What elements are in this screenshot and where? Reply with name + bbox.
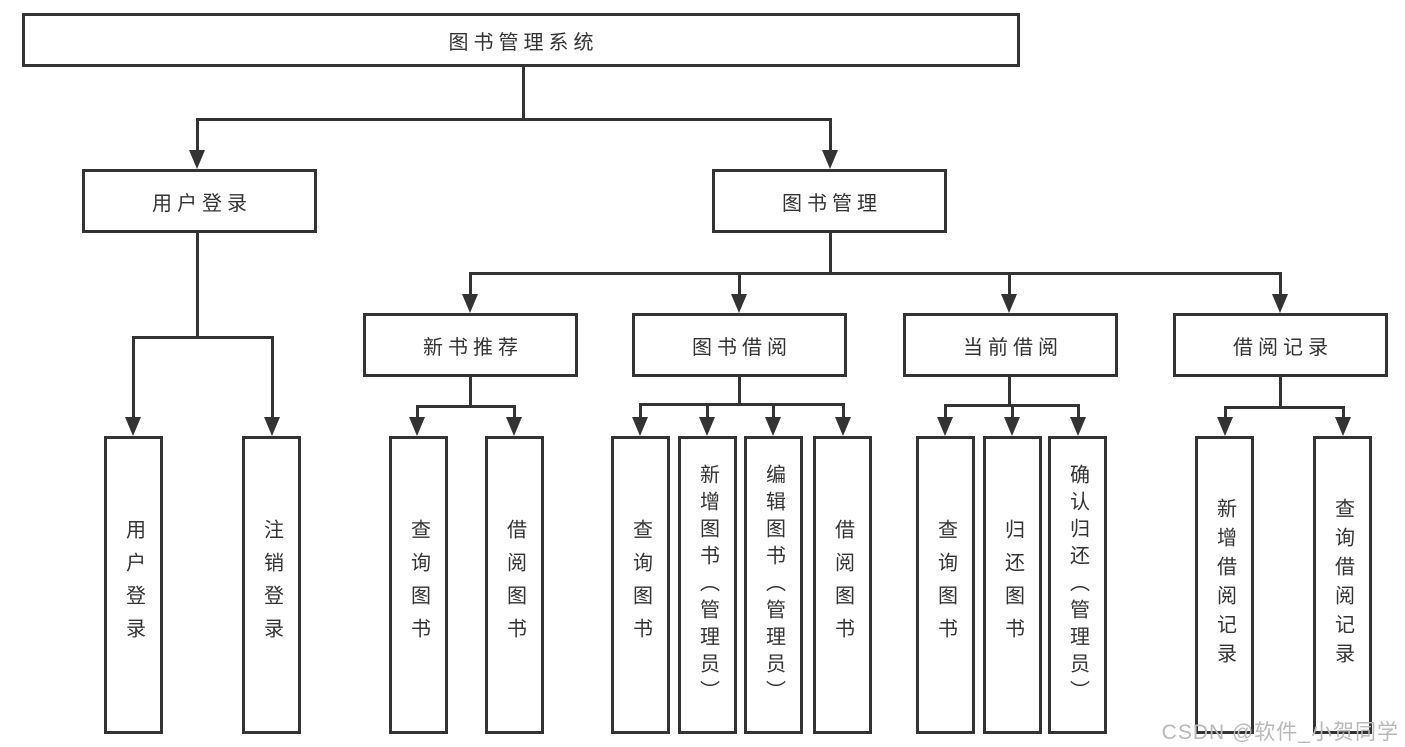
leaf-edit-books-admin-label: 编辑图书（管理员）: [762, 463, 785, 707]
arrow-down-icon: [1070, 417, 1086, 436]
csdn-watermark: CSDN @软件_小贺同学: [1161, 721, 1399, 744]
node-current-borrowing: 当前借阅: [903, 313, 1118, 377]
node-book-management-label: 图书管理: [782, 192, 882, 215]
connector-new-books-leaf2: [513, 405, 516, 419]
leaf-confirm-return-admin-label: 确认归还（管理员）: [1066, 463, 1089, 707]
connector-current-borrow-stem: [1008, 377, 1011, 405]
leaf-query-books-2: 查询图书: [611, 436, 670, 734]
leaf-return-books: 归还图书: [983, 436, 1042, 734]
connector-stem-borrow-records: [1279, 272, 1282, 296]
arrow-down-icon: [1004, 417, 1020, 436]
leaf-user-login-label: 用户登录: [122, 519, 145, 651]
connector-user-login-stem: [196, 233, 199, 337]
connector-current-borrow-leaf2: [1011, 404, 1014, 418]
node-new-book-recommend: 新书推荐: [363, 313, 578, 377]
connector-book-borrow-branch: [639, 403, 845, 406]
arrow-down-icon: [699, 417, 715, 436]
leaf-add-borrow-record-label: 新增借阅记录: [1213, 498, 1236, 672]
arrow-down-icon: [189, 150, 205, 169]
connector-new-books-branch: [416, 405, 516, 408]
arrow-down-icon: [1001, 294, 1017, 313]
arrow-down-icon: [1272, 294, 1288, 313]
leaf-query-books-1: 查询图书: [389, 436, 448, 734]
leaf-query-borrow-record: 查询借阅记录: [1313, 436, 1372, 734]
arrow-down-icon: [264, 417, 280, 436]
arrow-down-icon: [822, 150, 838, 169]
connector-root-stem: [522, 67, 525, 118]
connector-book-borrow-leaf3: [772, 403, 775, 418]
arrow-down-icon: [731, 294, 747, 313]
leaf-logout: 注销登录: [242, 436, 301, 734]
connector-stem-logout-leaf: [271, 336, 274, 419]
connector-book-borrow-leaf2: [706, 403, 709, 418]
leaf-query-borrow-record-label: 查询借阅记录: [1331, 498, 1354, 672]
connector-current-borrow-leaf1: [944, 404, 947, 418]
connector-stem-current-borrow: [1008, 272, 1011, 296]
connector-stem-book-borrow: [738, 272, 741, 296]
connector-current-borrow-leaf3: [1077, 404, 1080, 418]
node-root: 图书管理系统: [22, 13, 1020, 67]
leaf-edit-books-admin: 编辑图书（管理员）: [744, 436, 803, 734]
connector-borrow-records-leaf1: [1224, 406, 1227, 418]
arrow-down-icon: [835, 417, 851, 436]
node-book-management: 图书管理: [712, 169, 947, 233]
node-root-label: 图书管理系统: [448, 31, 599, 54]
arrow-down-icon: [1217, 417, 1233, 436]
leaf-add-borrow-record: 新增借阅记录: [1195, 436, 1254, 734]
connector-stem-login-leaf: [132, 336, 135, 419]
leaf-borrow-books-1-label: 借阅图书: [503, 519, 526, 651]
leaf-borrow-books-1: 借阅图书: [485, 436, 544, 734]
arrow-down-icon: [632, 417, 648, 436]
connector-borrow-records-branch: [1224, 406, 1345, 409]
leaf-query-books-3-label: 查询图书: [934, 519, 957, 651]
connector-book-borrow-leaf4: [842, 403, 845, 418]
connector-stem-new-books: [469, 272, 472, 296]
node-borrowing-records-label: 借阅记录: [1233, 336, 1333, 359]
connector-borrow-records-leaf2: [1342, 406, 1345, 418]
arrow-down-icon: [765, 417, 781, 436]
connector-stem-user-login: [196, 118, 199, 153]
node-user-login-label: 用户登录: [152, 192, 252, 215]
arrow-down-icon: [125, 417, 141, 436]
connector-borrow-records-stem: [1279, 377, 1282, 407]
connector-book-borrow-stem: [738, 377, 741, 405]
connector-user-login-branch: [132, 336, 274, 339]
leaf-confirm-return-admin: 确认归还（管理员）: [1048, 436, 1107, 734]
connector-book-borrow-leaf1: [639, 403, 642, 418]
connector-stem-book-mgmt: [829, 118, 832, 153]
leaf-query-books-3: 查询图书: [916, 436, 975, 734]
leaf-borrow-books-2: 借阅图书: [813, 436, 872, 734]
connector-level2-branch: [196, 118, 832, 121]
arrow-down-icon: [937, 417, 953, 436]
node-book-borrowing-label: 图书借阅: [692, 336, 792, 359]
leaf-user-login: 用户登录: [104, 436, 163, 734]
node-current-borrowing-label: 当前借阅: [963, 336, 1063, 359]
node-book-borrowing: 图书借阅: [632, 313, 847, 377]
arrow-down-icon: [462, 294, 478, 313]
arrow-down-icon: [506, 417, 522, 436]
leaf-logout-label: 注销登录: [260, 519, 283, 651]
node-user-login: 用户登录: [82, 169, 317, 233]
connector-level3-branch: [469, 272, 1282, 275]
leaf-add-books-admin: 新增图书（管理员）: [678, 436, 737, 734]
arrow-down-icon: [409, 417, 425, 436]
leaf-add-books-admin-label: 新增图书（管理员）: [696, 463, 719, 707]
leaf-query-books-1-label: 查询图书: [407, 519, 430, 651]
arrow-down-icon: [1335, 417, 1351, 436]
leaf-borrow-books-2-label: 借阅图书: [831, 519, 854, 651]
leaf-query-books-2-label: 查询图书: [629, 519, 652, 651]
leaf-return-books-label: 归还图书: [1001, 519, 1024, 651]
connector-new-books-stem: [469, 377, 472, 406]
node-borrowing-records: 借阅记录: [1173, 313, 1388, 377]
node-new-book-recommend-label: 新书推荐: [423, 336, 523, 359]
connector-new-books-leaf1: [416, 405, 419, 419]
connector-book-mgmt-stem: [829, 233, 832, 273]
